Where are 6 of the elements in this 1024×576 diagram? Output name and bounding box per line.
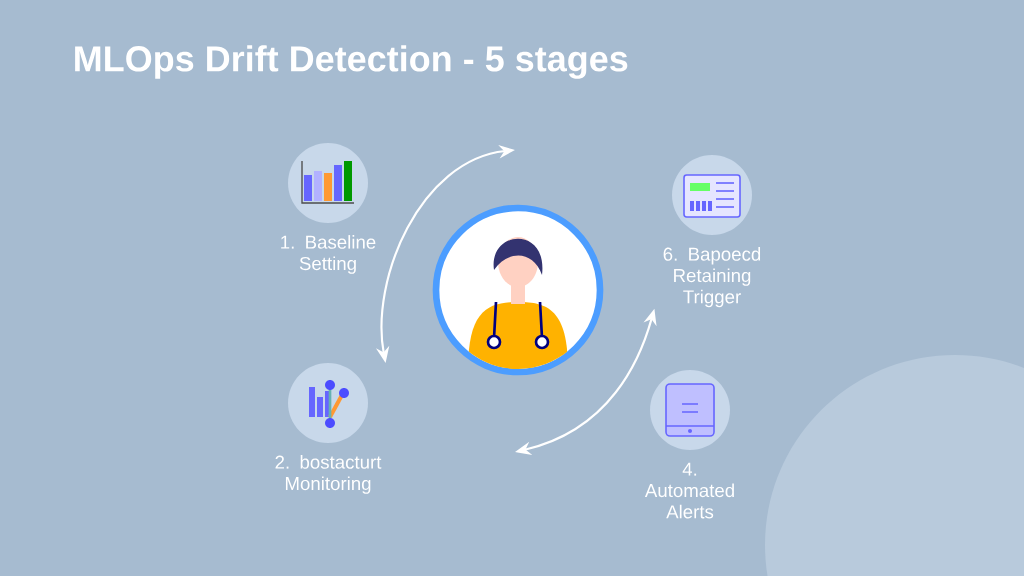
doctor-drawing bbox=[432, 204, 604, 376]
stage-label: 6. Bapoecd Retaining Trigger bbox=[663, 247, 761, 308]
stage-label: 2. bostacturt Monitoring bbox=[275, 455, 382, 494]
stage-label: 1. Baseline Setting bbox=[281, 235, 376, 274]
title: MLOps Drift Detection - 5 stages bbox=[75, 45, 628, 79]
stage-label: 4. Automated Alerts bbox=[644, 462, 734, 519]
